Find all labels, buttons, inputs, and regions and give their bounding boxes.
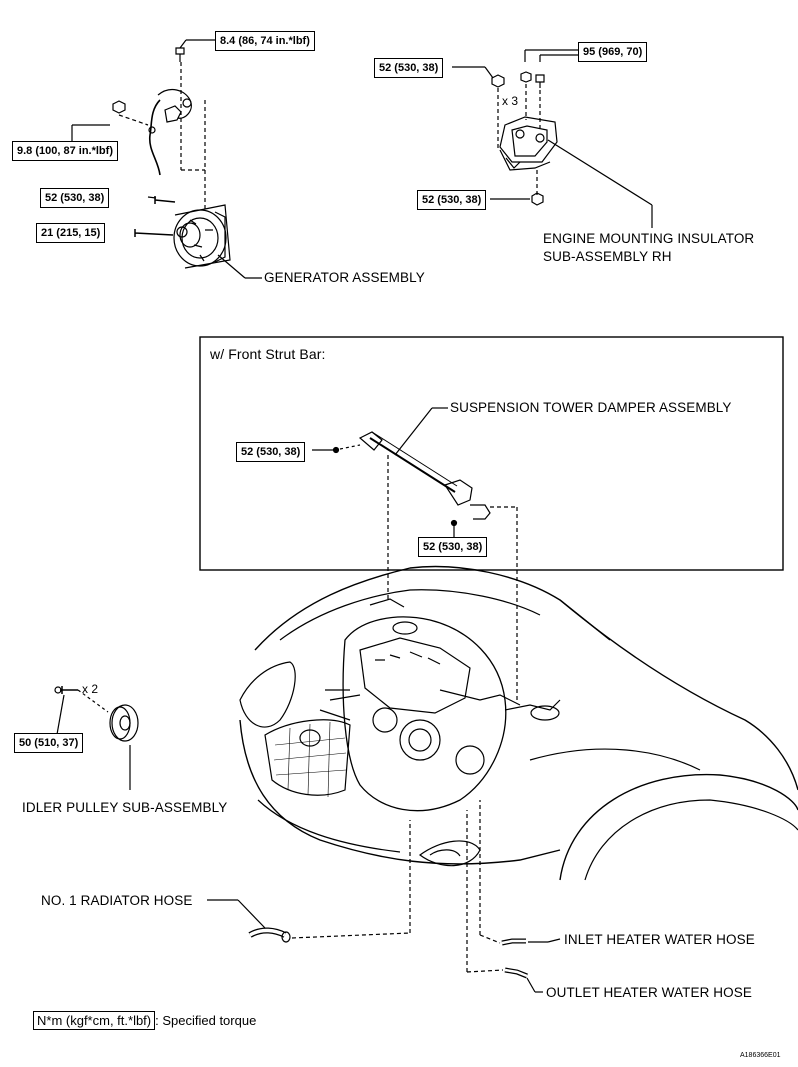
torque-label-idler-bolt: 50 (510, 37)	[14, 733, 84, 753]
label-suspension-tower-damper: SUSPENSION TOWER DAMPER ASSEMBLY	[450, 400, 732, 415]
label-engine-mount-line1: ENGINE MOUNTING INSULATOR	[543, 231, 755, 246]
torque-label-generator-nut: 9.8 (100, 87 in.*lbf)	[12, 141, 118, 161]
quantity-mount-nuts: x 3	[502, 94, 519, 108]
torque-label-mount-bottom: 52 (530, 38)	[417, 190, 487, 210]
generator-parts	[71, 39, 262, 279]
torque-label-generator-top-bolt: 8.4 (86, 74 in.*lbf)	[215, 31, 315, 51]
hose-parts	[207, 800, 561, 993]
label-generator-assembly: GENERATOR ASSEMBLY	[264, 270, 425, 285]
idler-pulley-parts	[54, 686, 139, 790]
engine-mount-parts	[452, 49, 653, 228]
figure-id: A186366E01	[740, 1052, 781, 1059]
label-idler-pulley: IDLER PULLEY SUB-ASSEMBLY	[22, 800, 228, 815]
strut-bar-frame	[199, 336, 784, 571]
label-inlet-heater-hose: INLET HEATER WATER HOSE	[564, 932, 755, 947]
label-engine-mount-line2: SUB-ASSEMBLY RH	[543, 249, 672, 264]
damper-parts	[312, 407, 518, 700]
torque-label-damper-left: 52 (530, 38)	[236, 442, 306, 462]
torque-label-generator-bolt-2: 21 (215, 15)	[36, 223, 106, 243]
torque-legend: N*m (kgf*cm, ft.*lbf): Specified torque	[33, 1011, 257, 1030]
torque-unit: N*m (kgf*cm, ft.*lbf)	[33, 1011, 156, 1030]
torque-label-mount-nuts: 52 (530, 38)	[374, 58, 444, 78]
torque-label-damper-right: 52 (530, 38)	[418, 537, 488, 557]
torque-label-generator-bolt-1: 52 (530, 38)	[40, 188, 110, 208]
strut-bar-box-title: w/ Front Strut Bar:	[210, 346, 326, 362]
torque-label-mount-bolts: 95 (969, 70)	[578, 42, 648, 62]
label-outlet-heater-hose: OUTLET HEATER WATER HOSE	[546, 985, 752, 1000]
label-radiator-hose: NO. 1 RADIATOR HOSE	[41, 893, 193, 908]
torque-legend-text: : Specified torque	[155, 1013, 257, 1028]
quantity-idler-bolts: x 2	[82, 682, 99, 696]
vehicle-front-drawing	[239, 565, 798, 881]
